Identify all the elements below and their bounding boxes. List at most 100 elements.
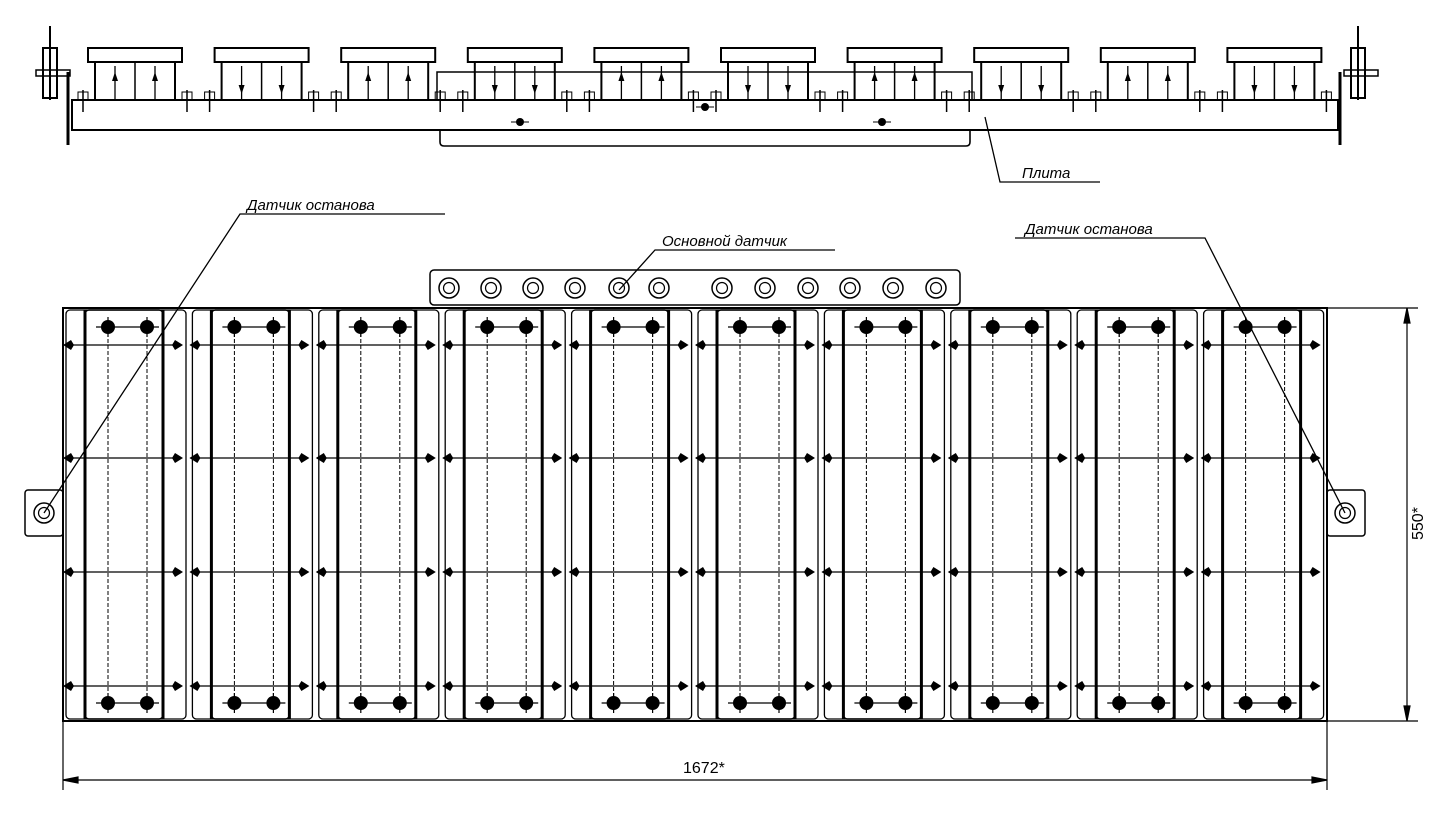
fastener-icon: [189, 681, 201, 691]
bolt-head: [837, 91, 849, 101]
main-sensor-leader: [618, 249, 835, 291]
fastener-icon: [424, 567, 436, 577]
nut-icon: [608, 277, 630, 299]
plate-outline: [62, 307, 1328, 722]
stop-sensor-right-leader: [1015, 237, 1346, 514]
module-plan-3: [315, 309, 440, 720]
fastener-icon: [677, 340, 689, 350]
fastener-icon: [1056, 453, 1068, 463]
fastener-icon: [63, 453, 74, 463]
module-cap: [1099, 47, 1196, 63]
module-side-9: [1090, 47, 1206, 112]
stop-sensor-side: [35, 26, 71, 145]
fastener-icon: [1200, 340, 1212, 350]
stop-sensor-tab: [24, 489, 64, 537]
arrow-down-icon: [785, 85, 791, 94]
height-dimension-value: 550*: [1410, 507, 1427, 540]
module-side-5: [583, 47, 699, 112]
width-dimension: [62, 722, 1328, 790]
fastener-icon: [63, 681, 74, 691]
fastener-icon: [695, 681, 706, 691]
fastener-icon: [1074, 453, 1086, 463]
arrow-down-icon: [1251, 85, 1258, 94]
module-inner: [463, 309, 543, 720]
module-plan-4: [442, 309, 566, 720]
arrow-up-icon: [152, 72, 158, 81]
module-cap: [466, 47, 563, 63]
arrow-up-icon: [365, 72, 372, 81]
fastener-icon: [298, 681, 310, 691]
fastener-icon: [947, 453, 959, 463]
fastener-icon: [1309, 453, 1321, 463]
fastener-icon: [189, 340, 201, 350]
sensor-bracket: [35, 69, 71, 77]
sensor-body: [42, 47, 58, 99]
fastener-icon: [1200, 681, 1212, 691]
height-dimension: [1327, 307, 1418, 722]
fastener-icon: [189, 567, 201, 577]
fastener-icon: [63, 567, 74, 577]
arrow-up-icon: [1164, 72, 1171, 81]
fastener-icon: [930, 567, 942, 577]
module-side-4: [457, 47, 573, 112]
fastener-icon: [804, 567, 815, 577]
plate-label: Плита: [1022, 165, 1070, 182]
fastener-icon: [442, 340, 454, 350]
fastener-icon: [695, 340, 706, 350]
fastener-icon: [1309, 340, 1321, 350]
sensor-bracket: [1343, 69, 1379, 77]
module-cap: [846, 47, 943, 63]
module-inner: [969, 309, 1049, 720]
fastener-icon: [298, 453, 310, 463]
bolt-head: [308, 91, 320, 101]
stop-sensor-side: [1338, 26, 1379, 145]
module-side-8: [963, 47, 1079, 112]
stop-sensor-right-label: Датчик останова: [1023, 221, 1153, 238]
fastener-icon: [298, 340, 310, 350]
sensor-body: [1350, 47, 1366, 99]
nut-inner: [886, 281, 900, 295]
nut-inner: [568, 281, 582, 295]
bolt-head: [204, 91, 216, 101]
arrow-down-icon: [1291, 85, 1298, 94]
bolt-head: [583, 91, 595, 101]
fastener-icon: [821, 567, 833, 577]
fastener-icon: [1183, 681, 1195, 691]
fastener-icon: [63, 340, 74, 350]
module-cap: [87, 47, 183, 63]
nut-inner: [442, 281, 456, 295]
fastener-icon: [1309, 567, 1321, 577]
fastener-icon: [442, 681, 454, 691]
main-sensor-bar-side: [436, 71, 973, 101]
fastener-icon: [930, 453, 942, 463]
fastener-icon: [568, 453, 580, 463]
stop-sensor-left-label: Датчик останова: [245, 197, 375, 214]
module-inner: [842, 309, 923, 720]
fastener-icon: [930, 681, 942, 691]
nut-icon: [648, 277, 670, 299]
arrow-up-icon: [405, 72, 412, 81]
fastener-icon: [1183, 340, 1195, 350]
fastener-icon: [1056, 340, 1068, 350]
module-side-7: [837, 47, 953, 112]
module-inner: [84, 309, 164, 720]
fastener-icon: [442, 567, 454, 577]
bolt-head: [941, 91, 953, 101]
fastener-icon: [1309, 681, 1321, 691]
fastener-icon: [315, 567, 327, 577]
arrow-up-icon: [658, 72, 665, 81]
fastener-icon: [821, 453, 833, 463]
fastener-icon: [1183, 453, 1195, 463]
fastener-icon: [677, 681, 689, 691]
nut-icon: [522, 277, 544, 299]
module-plan-1: [63, 309, 187, 720]
module-plan-5: [568, 309, 693, 720]
module-cap: [340, 47, 437, 63]
nut-icon: [480, 277, 502, 299]
fastener-icon: [821, 681, 833, 691]
main-sensor-label: Основной датчик: [662, 233, 788, 250]
width-dimension-value: 1672*: [683, 760, 725, 777]
bolt-head: [1320, 91, 1332, 101]
